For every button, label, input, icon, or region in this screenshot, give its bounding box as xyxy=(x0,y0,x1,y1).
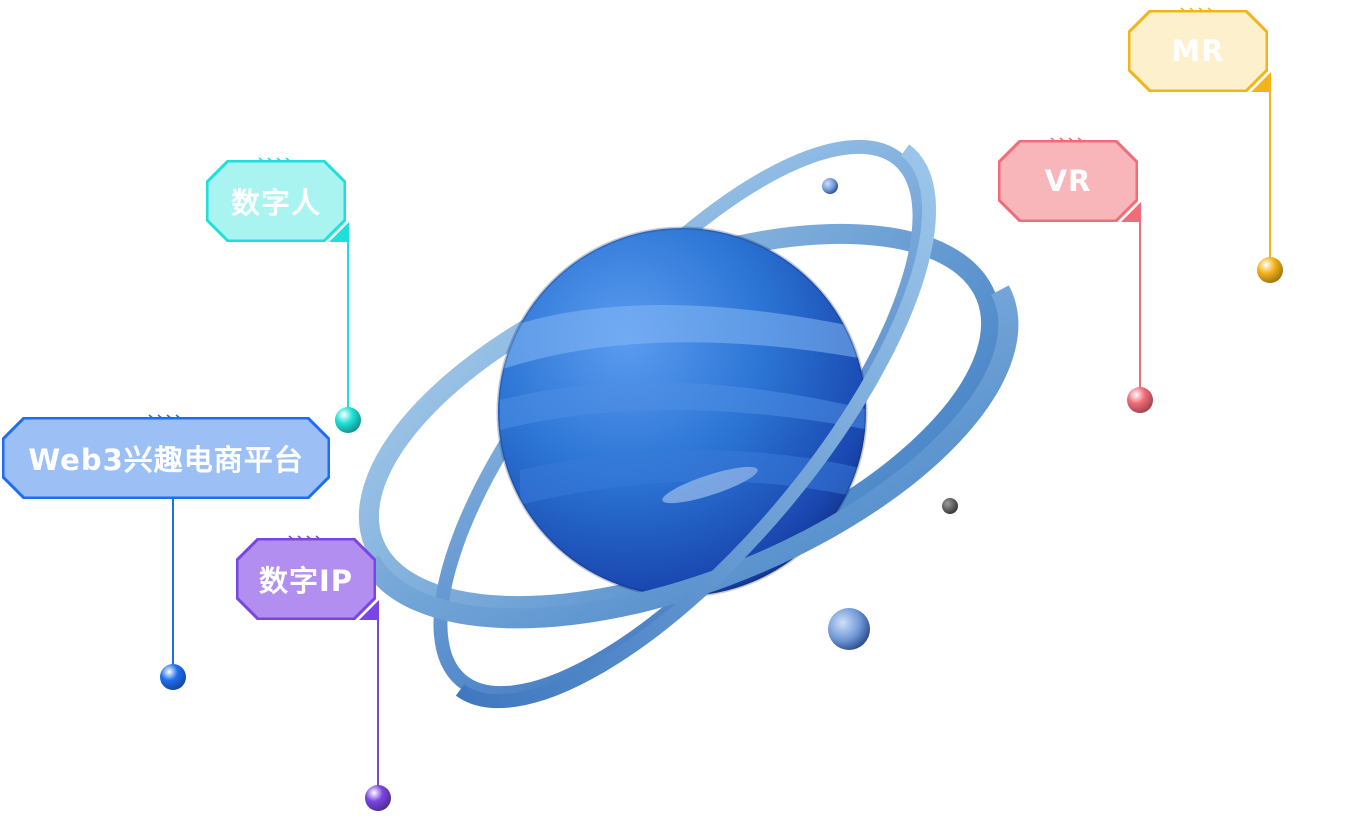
tag-anchor-dot-icon xyxy=(335,407,361,433)
tag-leader-line xyxy=(347,242,349,418)
tag-frame xyxy=(2,417,330,499)
small-moon-icon xyxy=(942,498,958,514)
tag-frame xyxy=(236,538,376,620)
tag-frame xyxy=(1128,10,1268,92)
tag-frame xyxy=(998,140,1138,222)
tag-mr[interactable]: MR xyxy=(1128,7,1268,92)
small-moon-icon xyxy=(822,178,838,194)
tag-corner-accent xyxy=(1121,202,1141,222)
tag-leader-line xyxy=(377,620,379,796)
tag-corner-accent xyxy=(1251,72,1271,92)
planet xyxy=(496,226,868,598)
stripes-decoration xyxy=(148,414,182,420)
tag-anchor-dot-icon xyxy=(365,785,391,811)
moon-icon xyxy=(828,608,870,650)
tag-label: Web3兴趣电商平台 xyxy=(28,443,304,477)
tag-leader-line xyxy=(1139,222,1141,398)
tag-vr[interactable]: VR xyxy=(998,137,1138,222)
tag-web3[interactable]: Web3兴趣电商平台 xyxy=(2,414,330,499)
tag-corner-accent xyxy=(359,600,379,620)
tag-anchor-dot-icon xyxy=(1127,387,1153,413)
tag-anchor-dot-icon xyxy=(1257,257,1283,283)
tag-digital-human[interactable]: 数字人 xyxy=(206,157,346,242)
tag-frame xyxy=(206,160,346,242)
planet-ring-front xyxy=(361,144,1019,709)
stripes-decoration xyxy=(1050,137,1084,143)
tag-label: 数字人 xyxy=(230,186,321,220)
tag-digital-ip[interactable]: 数字IP xyxy=(236,535,376,620)
tag-leader-line xyxy=(1269,92,1271,268)
tag-label: VR xyxy=(1044,164,1092,198)
stripes-decoration xyxy=(1180,7,1214,13)
stripes-decoration xyxy=(258,157,292,163)
tag-anchor-dot-icon xyxy=(160,664,186,690)
tag-label: MR xyxy=(1171,34,1225,68)
tag-label: 数字IP xyxy=(258,564,354,598)
tag-corner-accent xyxy=(329,222,349,242)
stripes-decoration xyxy=(288,535,322,541)
tag-leader-line xyxy=(172,499,174,675)
